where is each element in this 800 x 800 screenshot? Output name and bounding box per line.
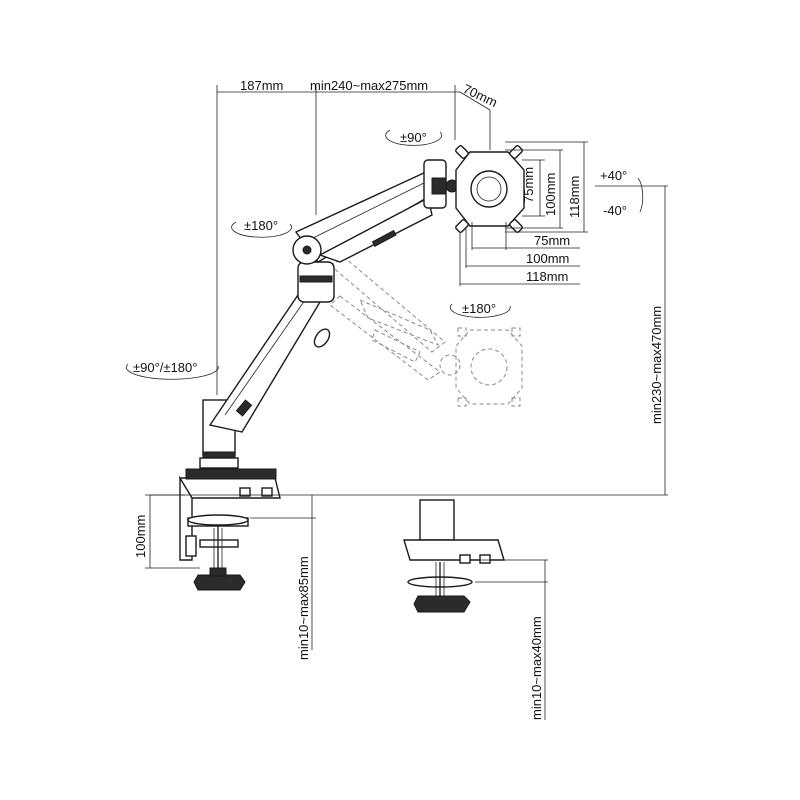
label-vesa-small-v: 75mm [521, 167, 536, 203]
label-head-depth: 70mm [461, 81, 500, 110]
main-arm [179, 145, 525, 499]
label-vesa-medium-v: 100mm [543, 173, 558, 216]
rotate-arrow-icon [125, 363, 219, 380]
label-head-swivel: ±90° [400, 130, 427, 145]
vesa-plate [455, 145, 525, 233]
rotate-arrow-icon [385, 129, 443, 146]
label-vesa-large-v: 118mm [567, 176, 582, 218]
label-arm-segment-1: 187mm [240, 78, 283, 93]
grommet-mount [403, 499, 505, 613]
label-tilt-down: -40° [603, 203, 627, 218]
label-screen-rotation: ±180° [462, 301, 496, 316]
label-vesa-large-h: 118mm [526, 269, 568, 284]
ghost-arm-position [329, 257, 523, 407]
label-elbow-swivel: ±180° [244, 218, 278, 233]
label-vesa-medium-h: 100mm [526, 251, 569, 266]
desk-clamp [179, 475, 249, 591]
tilt-arrow-icon [637, 177, 644, 213]
label-tilt-up: +40° [600, 168, 627, 183]
label-height-range: min230~max470mm [649, 306, 664, 424]
rotate-arrow-icon [231, 221, 292, 238]
label-grommet-range: min10~max40mm [529, 616, 544, 720]
label-clamp-range: min10~max85mm [296, 556, 311, 660]
dimension-labels: 187mm min240~max275mm 70mm 75mm 100mm 11… [133, 78, 664, 720]
label-clamp-height: 100mm [133, 515, 148, 558]
rotation-arrows [125, 129, 644, 380]
label-vesa-small-h: 75mm [534, 233, 570, 248]
label-base-swivel: ±90°/±180° [133, 360, 197, 375]
label-arm-segment-2: min240~max275mm [310, 78, 428, 93]
dimension-lines [145, 85, 668, 720]
rotation-labels: ±90° ±180° ±90°/±180° +40° -40° ±180° [133, 130, 627, 375]
rotate-arrow-icon [449, 303, 511, 318]
